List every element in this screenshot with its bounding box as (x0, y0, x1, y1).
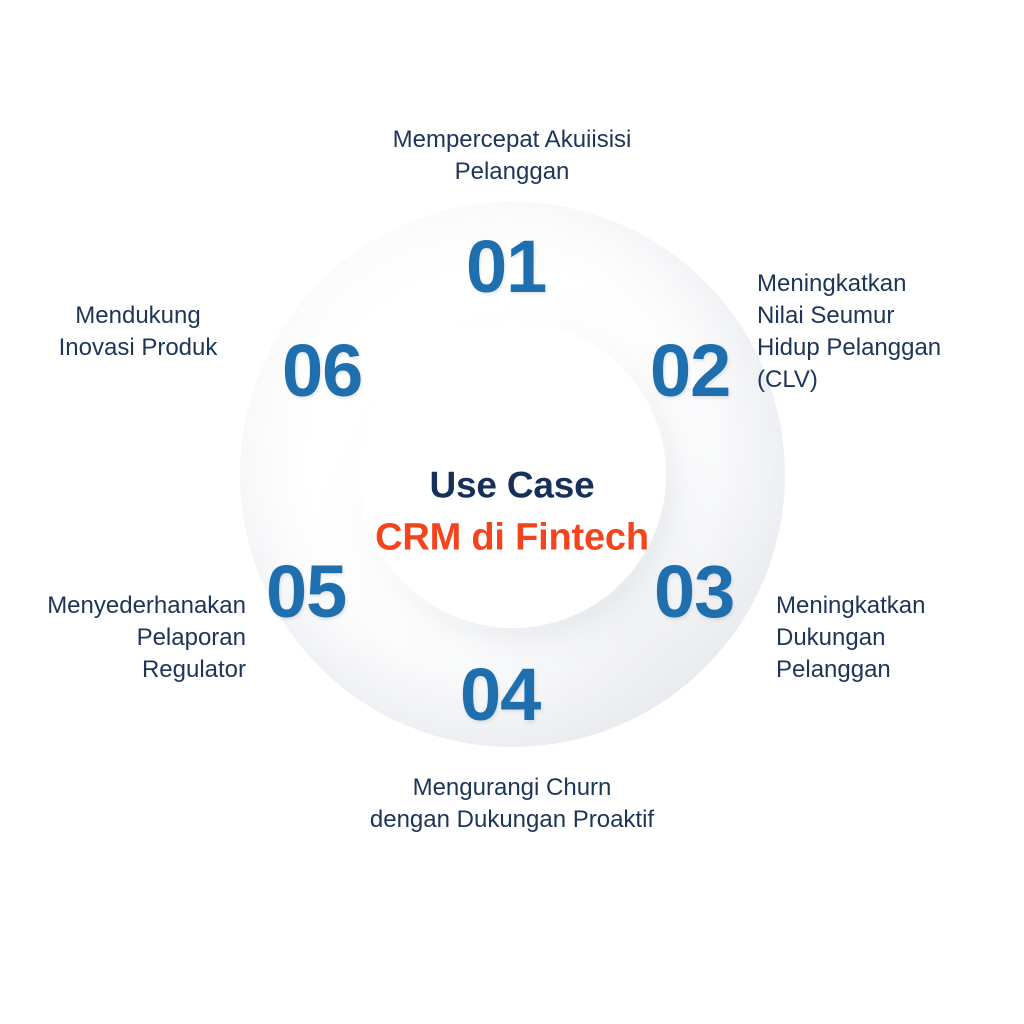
step-number-06[interactable]: 06 (282, 329, 363, 412)
center-title-secondary: CRM di Fintech (375, 516, 649, 559)
step-number-02[interactable]: 02 (650, 329, 731, 412)
step-label-05: Menyederhanakan Pelaporan Regulator (47, 592, 246, 683)
step-label-01: Mempercepat Akuiisisi Pelanggan (392, 126, 632, 185)
step-label-04: Mengurangi Churn dengan Dukungan Proakti… (369, 774, 655, 833)
step-number-05[interactable]: 05 (266, 550, 347, 633)
step-label-03: Meningkatkan Dukungan Pelanggan (776, 592, 926, 683)
step-number-03[interactable]: 03 (654, 550, 735, 633)
center-title-primary: Use Case (429, 464, 595, 506)
ring-inner-disc (359, 321, 666, 628)
step-label-06: Mendukung Inovasi Produk (58, 302, 218, 361)
step-label-02: Meningkatkan Nilai Seumur Hidup Pelangga… (757, 270, 942, 393)
step-number-01[interactable]: 01 (466, 225, 547, 308)
step-number-04[interactable]: 04 (460, 653, 541, 736)
center-title-block: Use Case CRM di Fintech (372, 463, 652, 560)
donut-ring-graphic (240, 202, 785, 747)
